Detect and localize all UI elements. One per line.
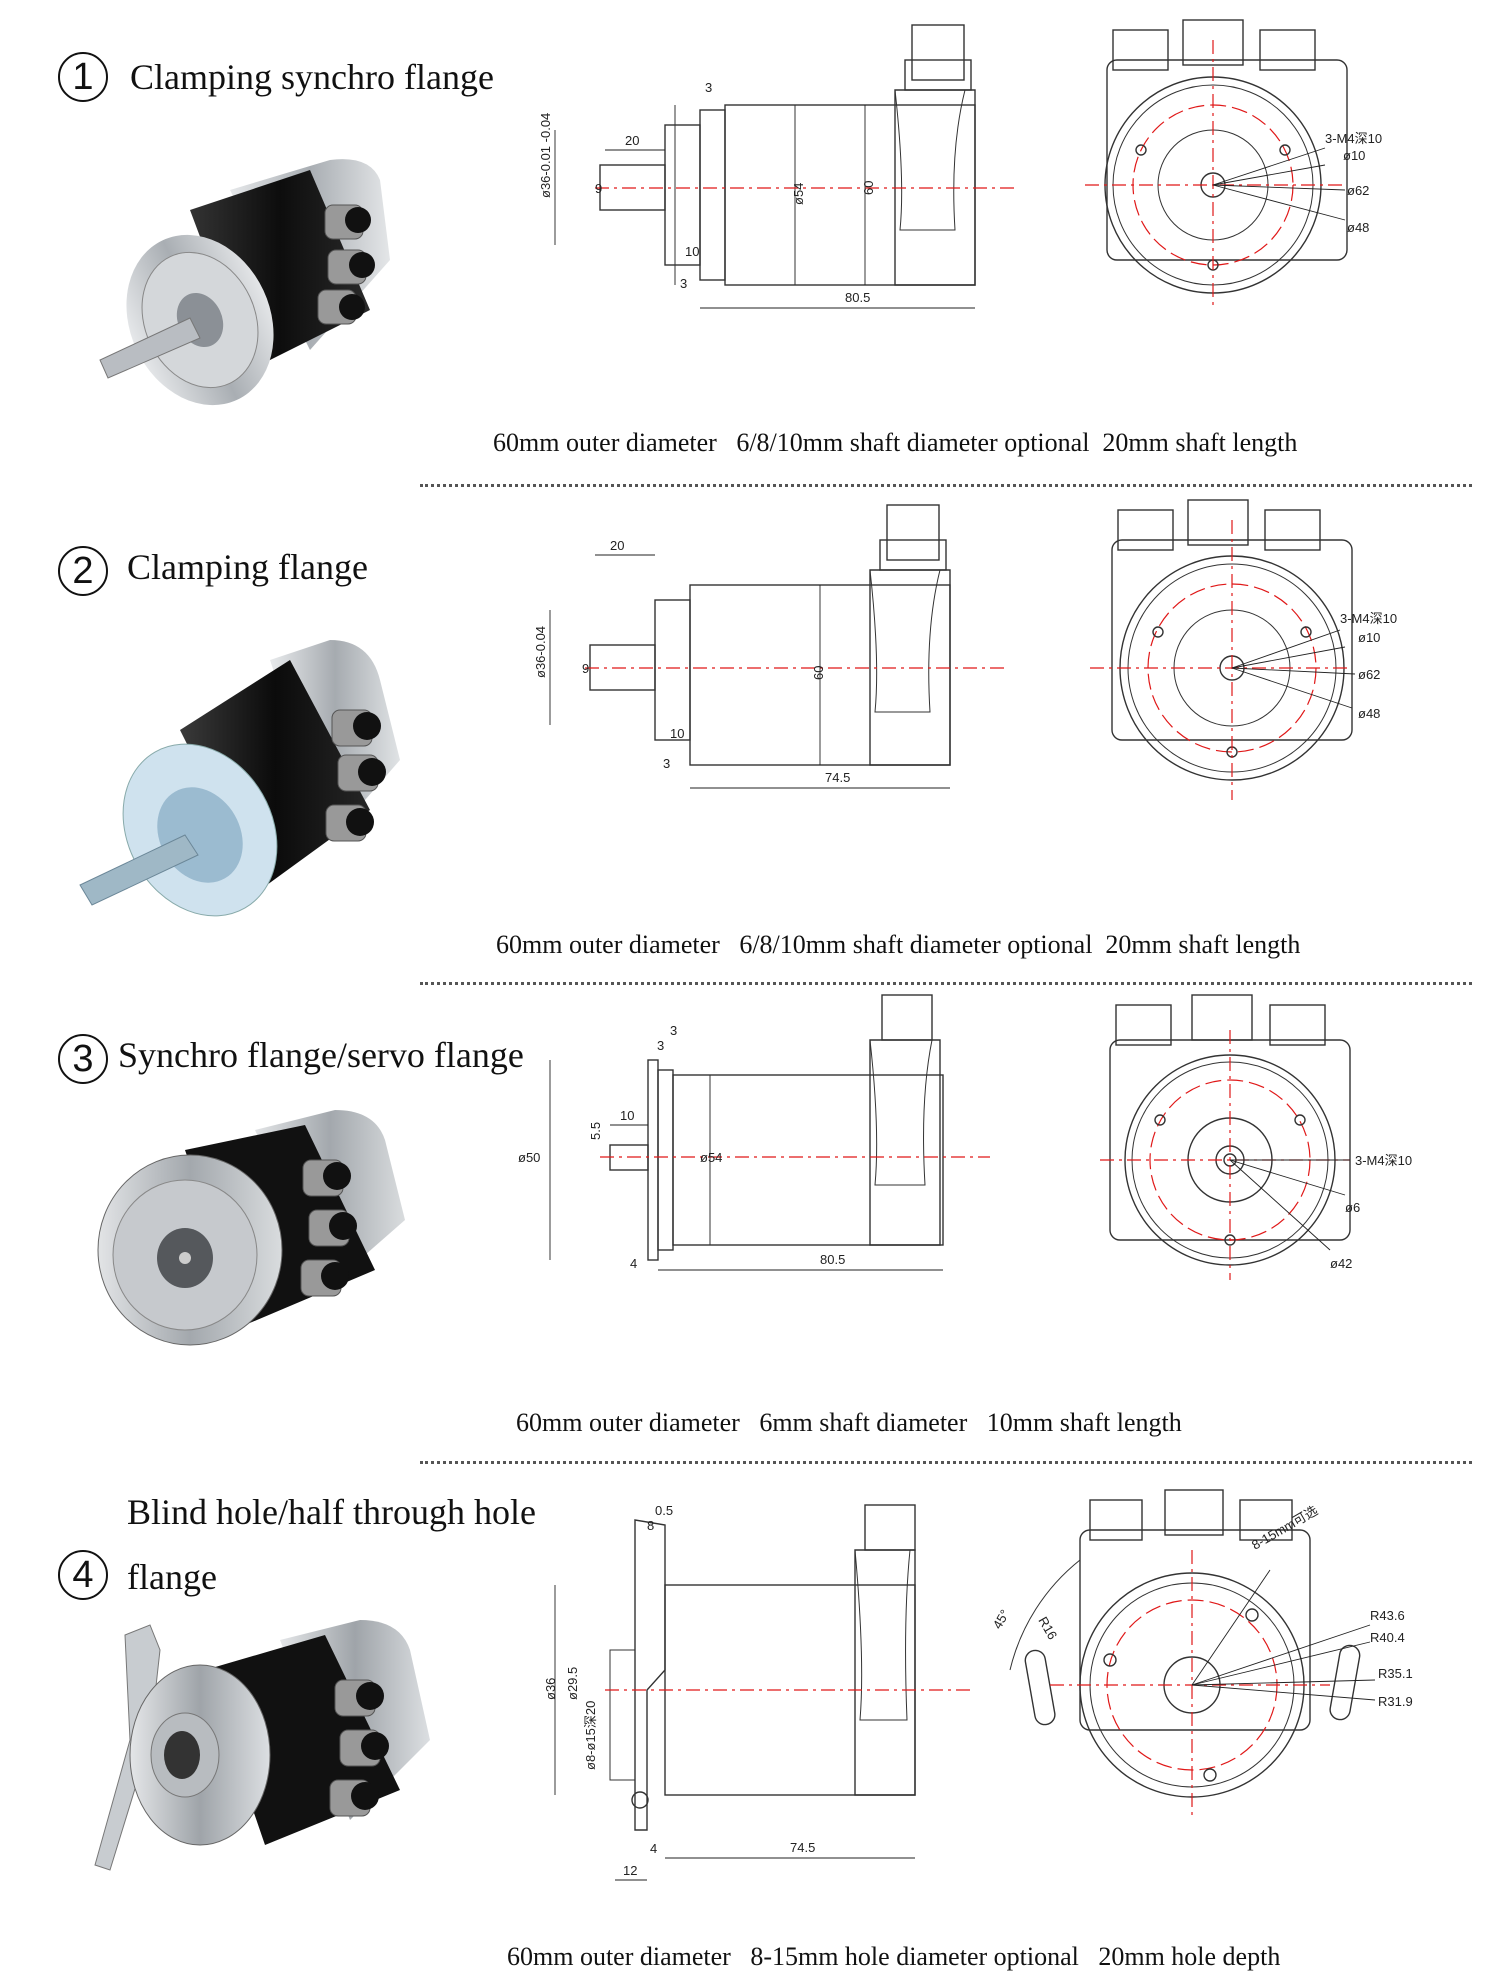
svg-text:R43.6: R43.6 [1370, 1608, 1405, 1623]
divider [420, 982, 1472, 985]
svg-text:3: 3 [680, 276, 687, 291]
svg-text:ø6: ø6 [1345, 1200, 1360, 1215]
svg-text:3: 3 [657, 1038, 664, 1053]
svg-text:4: 4 [630, 1256, 637, 1271]
section-caption: 60mm outer diameter 6/8/10mm shaft diame… [493, 428, 1298, 457]
svg-text:ø42: ø42 [1330, 1256, 1352, 1271]
svg-text:5.5: 5.5 [588, 1122, 603, 1140]
svg-text:R40.4: R40.4 [1370, 1630, 1405, 1645]
svg-text:9: 9 [595, 181, 602, 196]
svg-text:ø54: ø54 [700, 1150, 722, 1165]
svg-text:R35.1: R35.1 [1378, 1666, 1413, 1681]
svg-text:ø48: ø48 [1358, 706, 1380, 721]
svg-text:10: 10 [670, 726, 684, 741]
section-title-line2: flange [127, 1557, 217, 1597]
front-view-drawing: 45° R16 8-15mm可选 R43.6 R40.4 R35.1 R31.9 [990, 1489, 1413, 1820]
svg-text:ø62: ø62 [1358, 667, 1380, 682]
svg-text:ø29.5: ø29.5 [565, 1667, 580, 1700]
svg-text:10: 10 [620, 1108, 634, 1123]
side-view-drawing: 3 3 10 5.5 ø50 ø54 4 80.5 [518, 994, 990, 1271]
divider [420, 1461, 1472, 1464]
svg-text:80.5: 80.5 [820, 1252, 845, 1267]
svg-text:ø10: ø10 [1343, 148, 1365, 163]
svg-text:74.5: 74.5 [825, 770, 850, 785]
section-2: 2 Clamping flange 20 9 ø36-0.04 60 10 3 … [0, 490, 1488, 975]
section-title: Clamping synchro flange [130, 57, 494, 97]
svg-text:8: 8 [647, 1518, 654, 1533]
svg-text:0.5: 0.5 [655, 1503, 673, 1518]
side-view-drawing: 20 9 ø36-0.04 60 10 3 74.5 [533, 504, 1005, 789]
svg-text:10: 10 [685, 244, 699, 259]
svg-text:3-M4深10: 3-M4深10 [1340, 611, 1397, 626]
section-number: 3 [58, 1034, 108, 1084]
svg-text:ø62: ø62 [1347, 183, 1369, 198]
front-view-drawing: 3-M4深10 ø10 ø62 ø48 [1085, 19, 1382, 310]
section-number: 1 [58, 52, 108, 102]
svg-text:ø10: ø10 [1358, 630, 1380, 645]
side-view-drawing: 20 9 ø36-0.01 -0.04 ø54 60 10 3 3 80.5 [538, 24, 1015, 309]
section-title-line1: Blind hole/half through hole [127, 1492, 536, 1532]
svg-text:20: 20 [625, 133, 639, 148]
svg-text:ø54: ø54 [791, 183, 806, 205]
front-view-drawing: 3-M4深10 ø6 ø42 [1100, 994, 1412, 1280]
section-number: 2 [58, 546, 108, 596]
section-title: Clamping flange [127, 547, 368, 587]
svg-text:80.5: 80.5 [845, 290, 870, 305]
section-3: 3 Synchro flange/servo flange 3 3 10 5.5… [0, 990, 1488, 1460]
svg-text:ø36: ø36 [543, 1678, 558, 1700]
svg-text:45°: 45° [990, 1607, 1013, 1632]
svg-text:12: 12 [623, 1863, 637, 1878]
section-title: Synchro flange/servo flange [118, 1035, 524, 1075]
svg-text:3-M4深10: 3-M4深10 [1355, 1153, 1412, 1168]
svg-text:ø36-0.04: ø36-0.04 [533, 626, 548, 678]
front-view-drawing: 3-M4深10 ø10 ø62 ø48 [1090, 499, 1397, 800]
section-number: 4 [58, 1550, 108, 1600]
svg-text:ø48: ø48 [1347, 220, 1369, 235]
section-caption: 60mm outer diameter 6mm shaft diameter 1… [516, 1408, 1182, 1437]
svg-text:3: 3 [705, 80, 712, 95]
section-4: Blind hole/half through hole 4 flange 0.… [0, 1470, 1488, 1981]
encoder-photo [79, 640, 400, 917]
svg-text:3: 3 [670, 1023, 677, 1038]
svg-text:3: 3 [663, 756, 670, 771]
svg-text:R16: R16 [1035, 1614, 1060, 1642]
section-caption: 60mm outer diameter 8-15mm hole diameter… [507, 1942, 1281, 1971]
svg-text:3-M4深10: 3-M4深10 [1325, 131, 1382, 146]
svg-text:20: 20 [610, 538, 624, 553]
svg-text:ø50: ø50 [518, 1150, 540, 1165]
svg-text:60: 60 [861, 181, 876, 195]
svg-text:R31.9: R31.9 [1378, 1694, 1413, 1709]
encoder-photo [94, 1620, 430, 1871]
encoder-photo [97, 1110, 405, 1346]
svg-text:ø8-ø15深20: ø8-ø15深20 [583, 1701, 598, 1770]
section-caption: 60mm outer diameter 6/8/10mm shaft diame… [496, 930, 1301, 959]
svg-text:4: 4 [650, 1841, 657, 1856]
svg-text:74.5: 74.5 [790, 1840, 815, 1855]
side-view-drawing: 0.5 8 ø36 ø29.5 ø8-ø15深20 4 74.5 12 [543, 1503, 975, 1881]
encoder-photo [99, 159, 390, 406]
svg-text:ø36-0.01 -0.04: ø36-0.01 -0.04 [538, 113, 553, 198]
section-1: 1 Clamping synchro flange 20 9 ø36-0.01 … [0, 0, 1488, 480]
svg-text:9: 9 [582, 661, 589, 676]
divider [420, 484, 1472, 487]
svg-text:60: 60 [811, 666, 826, 680]
